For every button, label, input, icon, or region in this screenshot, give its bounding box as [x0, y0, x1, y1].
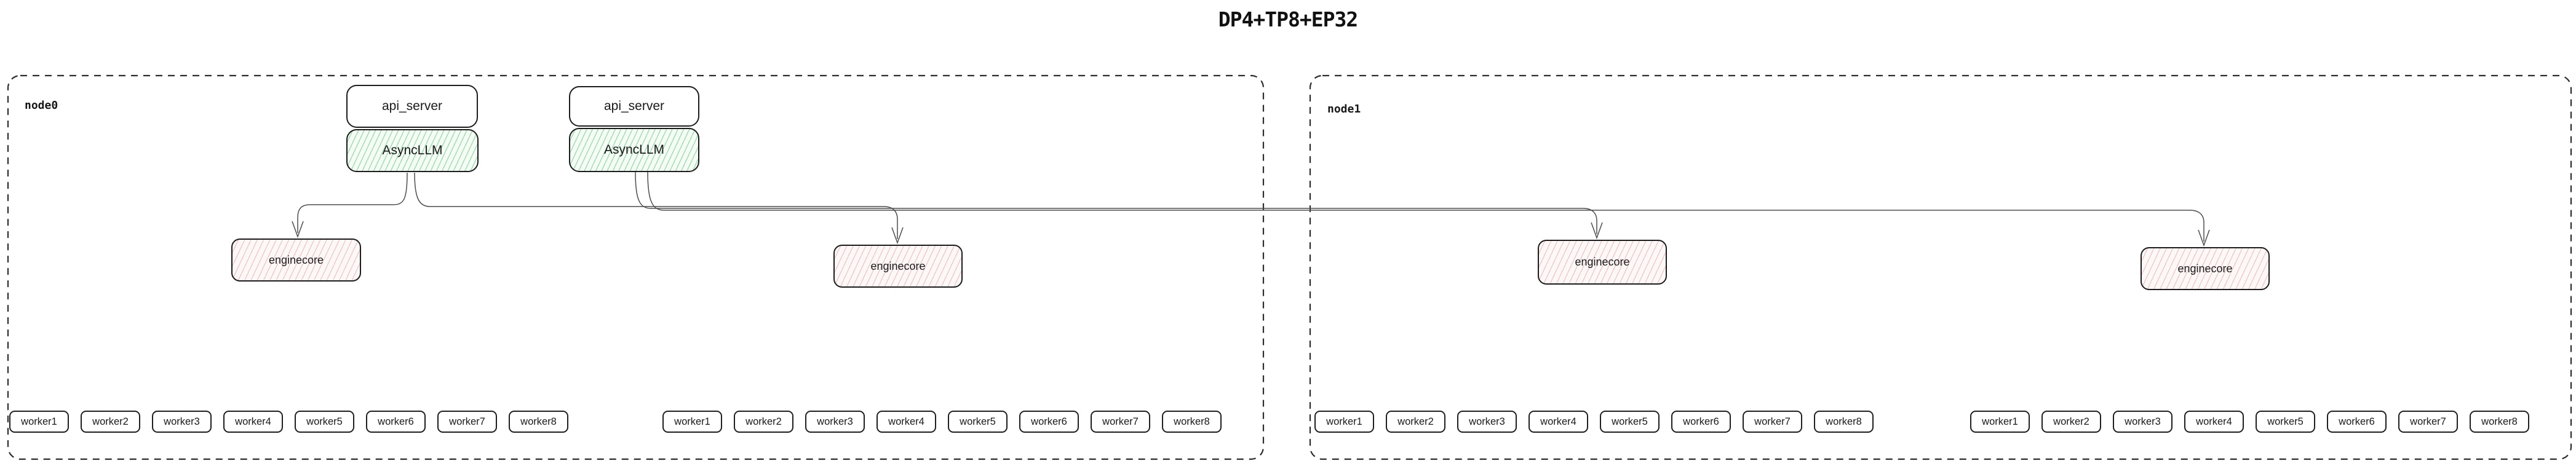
asyncllm-box-2: AsyncLLM — [569, 128, 699, 172]
worker-box: worker1 — [662, 411, 722, 433]
arrowhead-enginecore1 — [292, 221, 304, 238]
worker-box: worker1 — [9, 411, 69, 433]
worker-box: worker6 — [1019, 411, 1079, 433]
worker-box: worker2 — [81, 411, 140, 433]
worker-box: worker4 — [2184, 411, 2244, 433]
node1-container-border — [1309, 74, 2572, 460]
node1-label: node1 — [1327, 103, 1361, 116]
enginecore-box-4: enginecore — [2141, 247, 2270, 290]
worker-box: worker2 — [734, 411, 793, 433]
api-server-box-1: api_server — [346, 85, 478, 128]
worker-box: worker8 — [1814, 411, 1874, 433]
worker-group-4: worker1 worker2 worker3 worker4 worker5 worke… — [1970, 411, 2529, 433]
worker-box: worker3 — [805, 411, 865, 433]
worker-box: worker4 — [877, 411, 936, 433]
enginecore-box-2: enginecore — [833, 245, 963, 288]
worker-box: worker5 — [295, 411, 354, 433]
worker-box: worker2 — [2041, 411, 2101, 433]
worker-box: worker8 — [2470, 411, 2529, 433]
edge-asyncllm2-enginecore4 — [647, 171, 2204, 242]
arrowhead-enginecore4 — [2198, 229, 2210, 247]
worker-box: worker1 — [1970, 411, 2030, 433]
asyncllm-box-1: AsyncLLM — [346, 129, 479, 172]
worker-box: worker7 — [437, 411, 497, 433]
worker-group-2: worker1 worker2 worker3 worker4 worker5 worke… — [662, 411, 1222, 433]
worker-box: worker8 — [509, 411, 568, 433]
worker-box: worker7 — [1091, 411, 1150, 433]
worker-box: worker2 — [1386, 411, 1445, 433]
worker-box: worker8 — [1162, 411, 1222, 433]
arrowhead-enginecore2 — [891, 227, 904, 245]
edge-asyncllm1-enginecore1 — [297, 172, 408, 233]
worker-box: worker3 — [1457, 411, 1517, 433]
worker-box: worker7 — [2398, 411, 2458, 433]
worker-box: worker5 — [948, 411, 1008, 433]
node0-label: node0 — [25, 99, 58, 112]
enginecore-box-1: enginecore — [231, 238, 361, 282]
worker-box: worker6 — [366, 411, 426, 433]
arrowhead-enginecore3 — [1591, 222, 1603, 240]
diagram-title: DP4+TP8+EP32 — [1218, 7, 1358, 31]
enginecore-box-3: enginecore — [1538, 240, 1667, 285]
api-server-box-2: api_server — [569, 86, 699, 127]
edge-asyncllm2-enginecore3 — [635, 171, 1597, 234]
worker-box: worker6 — [2327, 411, 2387, 433]
edge-asyncllm1-enginecore2 — [414, 172, 898, 239]
worker-box: worker3 — [2113, 411, 2173, 433]
worker-box: worker7 — [1743, 411, 1802, 433]
worker-group-3: worker1 worker2 worker3 worker4 worker5 worke… — [1314, 411, 1874, 433]
worker-group-1: worker1 worker2 worker3 worker4 worker5 worke… — [9, 411, 568, 433]
worker-box: worker5 — [1600, 411, 1660, 433]
worker-box: worker6 — [1671, 411, 1731, 433]
worker-box: worker4 — [223, 411, 283, 433]
worker-box: worker4 — [1529, 411, 1588, 433]
worker-box: worker3 — [152, 411, 212, 433]
worker-box: worker5 — [2256, 411, 2315, 433]
worker-box: worker1 — [1314, 411, 1374, 433]
